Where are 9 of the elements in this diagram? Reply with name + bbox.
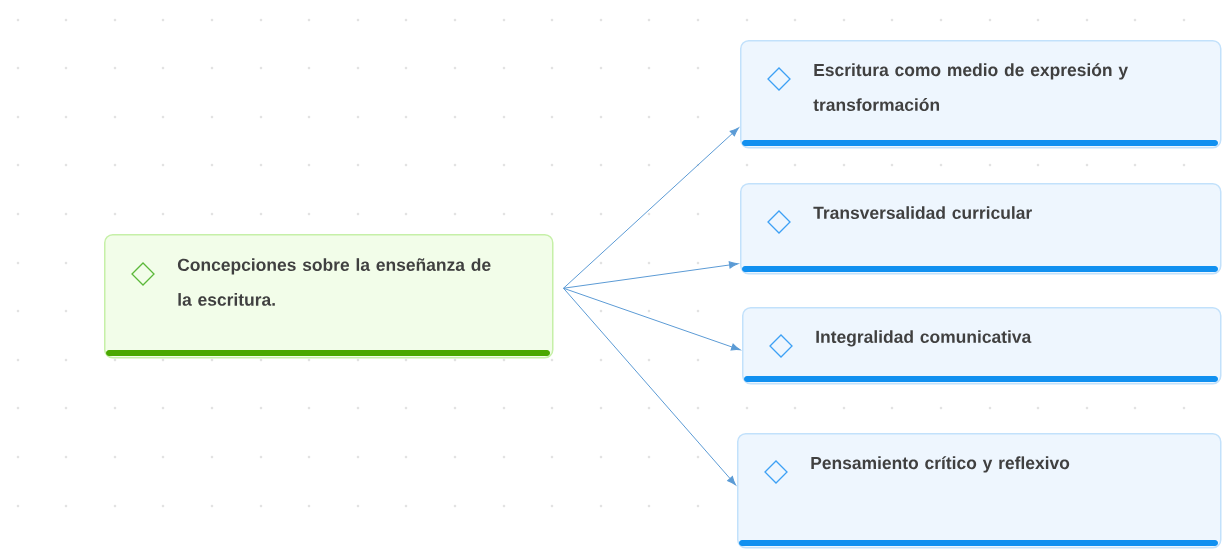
arrow [563, 287, 741, 351]
topic-text: Pensamiento crítico y reflexivo [811, 456, 1070, 473]
topic-text: Integralidad comunicativa [816, 330, 1032, 347]
topic-text: Concepciones sobre la enseñanza de la escritura. [177, 258, 491, 306]
arrow [563, 127, 739, 289]
topic-text: Transversalidad curricular [813, 206, 1032, 219]
arrow [563, 287, 737, 486]
arrow [563, 261, 739, 289]
topic-text: Escritura como medio de expresión y transformación [813, 63, 1128, 111]
